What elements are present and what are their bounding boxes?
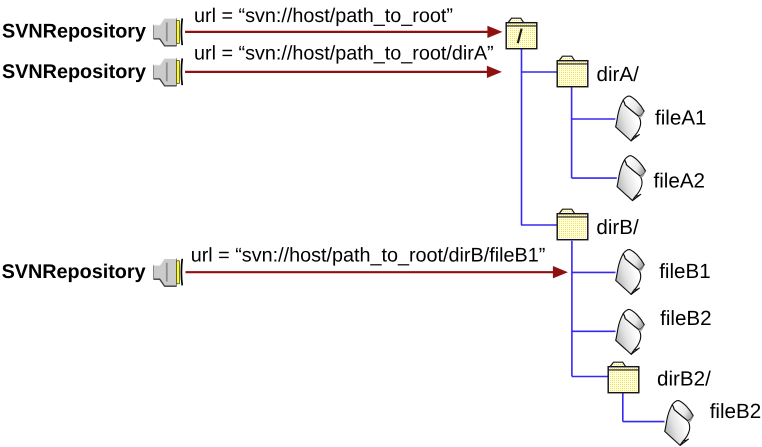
svg-text:fileA2: fileA2 (654, 169, 706, 192)
svg-text:url = “svn://host/path_to_root: url = “svn://host/path_to_root/dirA” (194, 42, 494, 64)
svg-text:dirB/: dirB/ (596, 216, 639, 239)
svg-text:SVNRepository: SVNRepository (2, 261, 146, 283)
svg-text:dirB2/: dirB2/ (657, 368, 711, 391)
svg-text:SVNRepository: SVNRepository (2, 20, 146, 42)
svg-text:fileB2: fileB2 (660, 307, 712, 330)
svg-text:url = “svn://host/path_to_root: url = “svn://host/path_to_root” (194, 5, 453, 27)
svg-text:fileA1: fileA1 (655, 107, 707, 130)
svg-text:SVNRepository: SVNRepository (2, 61, 146, 83)
svg-text:fileB1: fileB1 (659, 260, 711, 283)
svg-text:url = “svn://host/path_to_root: url = “svn://host/path_to_root/dirB/file… (191, 244, 546, 266)
svg-text:fileB2: fileB2 (710, 400, 762, 423)
svg-text:dirA/: dirA/ (597, 63, 640, 86)
